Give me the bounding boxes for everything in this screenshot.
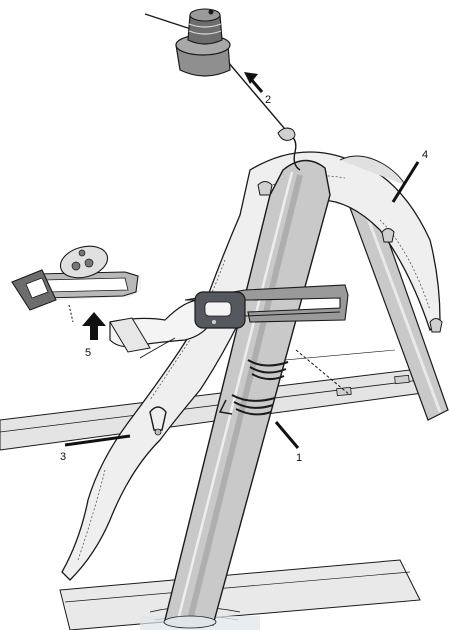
hand-with-hacksaw — [109, 284, 349, 359]
lashing-upper — [247, 359, 289, 380]
callout-3: 3 — [60, 451, 66, 463]
callout-5: 5 — [85, 347, 91, 359]
callout-2: 2 — [265, 94, 271, 106]
sail-shackle — [149, 406, 167, 436]
arrow-up-icon — [82, 312, 106, 340]
callout-leaders — [64, 72, 420, 449]
right-shackles — [257, 181, 443, 333]
callout-1: 1 — [296, 452, 302, 464]
furled-sail — [61, 151, 441, 581]
winch-icon — [175, 8, 231, 77]
callout-4: 4 — [422, 149, 428, 161]
hacksaw-icon — [11, 245, 141, 311]
lashing-lower — [218, 394, 276, 416]
